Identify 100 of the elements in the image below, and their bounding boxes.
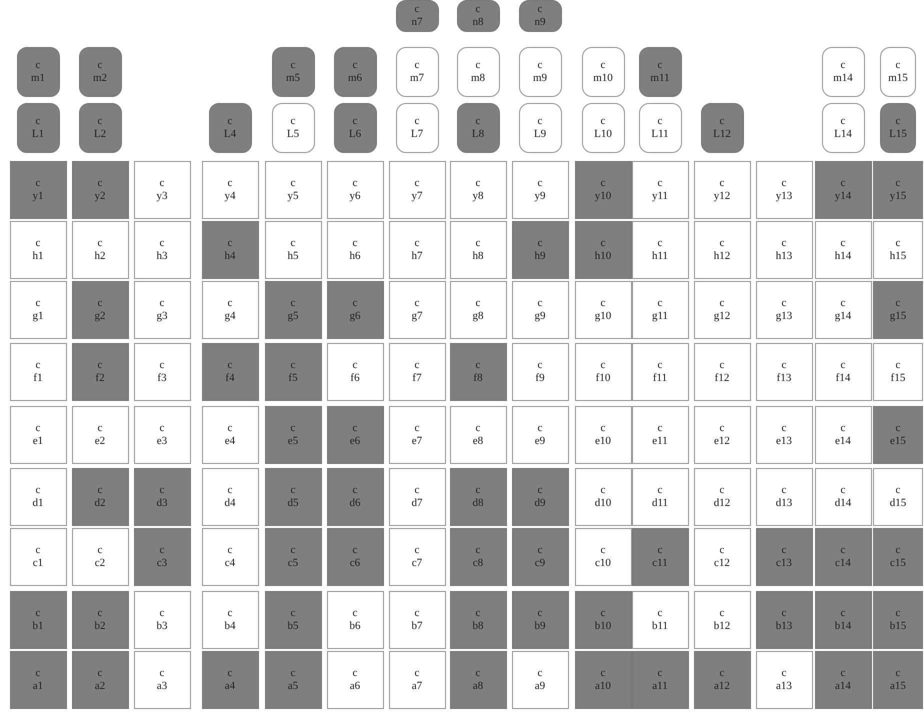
block-letter: c — [352, 544, 358, 557]
block-number: f8 — [473, 372, 483, 385]
block-letter: c — [228, 297, 232, 310]
map-block — [202, 281, 258, 339]
block-letter: c — [600, 359, 606, 372]
block-number: h1 — [32, 250, 44, 263]
block-letter: c — [290, 544, 296, 557]
block-number: d12 — [714, 497, 730, 510]
map-block — [334, 47, 376, 97]
block-number: m9 — [532, 72, 548, 85]
block-number: h11 — [652, 250, 668, 263]
map-block — [450, 343, 506, 401]
block-number: L15 — [889, 128, 907, 141]
map-block — [388, 161, 446, 219]
block-letter: c — [352, 115, 358, 128]
block-letter: c — [290, 237, 296, 250]
block-letter: c — [720, 484, 724, 497]
block-number: d14 — [834, 497, 852, 510]
block-number: f14 — [836, 372, 850, 385]
block-number: a10 — [595, 680, 611, 693]
block-number: f12 — [714, 372, 730, 385]
map-block — [512, 161, 568, 219]
block-letter: c — [782, 297, 786, 310]
block-number: m10 — [593, 72, 613, 85]
map-block — [632, 468, 688, 526]
map-block — [78, 103, 122, 153]
block-number: f9 — [535, 372, 545, 385]
map-block — [880, 47, 916, 97]
map-block — [16, 103, 60, 153]
block-letter: c — [98, 359, 102, 372]
block-letter: c — [658, 297, 662, 310]
block-letter: c — [98, 484, 102, 497]
block-number: e7 — [412, 435, 422, 448]
map-block — [822, 47, 864, 97]
block-letter: c — [538, 359, 542, 372]
block-number: c6 — [350, 557, 360, 570]
map-block — [756, 221, 812, 279]
block-number: b15 — [890, 620, 906, 633]
map-block — [326, 406, 384, 464]
block-letter: c — [228, 359, 232, 372]
block-letter: c — [896, 59, 900, 72]
map-block — [574, 281, 632, 339]
block-letter: c — [352, 667, 358, 680]
block-number: e15 — [890, 435, 906, 448]
block-number: c8 — [472, 557, 484, 570]
block-letter: c — [36, 607, 40, 620]
map-block — [388, 651, 446, 709]
block-number: c10 — [595, 557, 611, 570]
block-letter: c — [658, 177, 662, 190]
block-number: c1 — [32, 557, 44, 570]
map-block — [202, 528, 258, 586]
block-letter: c — [290, 667, 296, 680]
map-block — [694, 161, 750, 219]
map-block — [72, 221, 128, 279]
map-block — [756, 528, 812, 586]
block-letter: c — [476, 297, 480, 310]
map-block — [632, 528, 688, 586]
block-number: L10 — [594, 128, 612, 141]
block-number: f6 — [350, 372, 360, 385]
block-letter: c — [98, 544, 102, 557]
block-letter: c — [600, 177, 606, 190]
block-number: a1 — [32, 680, 44, 693]
block-number: h4 — [224, 250, 236, 263]
map-block — [10, 528, 66, 586]
block-number: g10 — [594, 310, 612, 323]
map-block — [10, 343, 66, 401]
block-letter: c — [840, 297, 846, 310]
block-letter: c — [98, 237, 102, 250]
block-letter: c — [352, 359, 358, 372]
block-number: m1 — [30, 72, 46, 85]
block-number: y14 — [834, 190, 852, 203]
map-block — [873, 468, 923, 526]
block-number: e13 — [776, 435, 792, 448]
block-number: y2 — [94, 190, 106, 203]
block-number: y5 — [288, 190, 298, 203]
block-letter: c — [840, 422, 846, 435]
block-number: e8 — [472, 435, 484, 448]
block-letter: c — [600, 484, 606, 497]
block-letter: c — [840, 667, 846, 680]
block-number: m11 — [650, 72, 670, 85]
map-block — [450, 468, 506, 526]
map-block — [512, 528, 568, 586]
block-letter: c — [414, 237, 420, 250]
block-number: c5 — [288, 557, 298, 570]
block-letter: c — [658, 667, 662, 680]
map-block — [756, 651, 812, 709]
map-block — [326, 221, 384, 279]
block-number: e12 — [714, 435, 730, 448]
map-block — [134, 406, 190, 464]
block-number: m5 — [286, 72, 300, 85]
block-number: b14 — [834, 620, 852, 633]
map-block — [632, 343, 688, 401]
map-block — [264, 161, 322, 219]
block-letter: c — [414, 359, 420, 372]
block-number: g11 — [652, 310, 668, 323]
block-number: d3 — [156, 497, 168, 510]
block-number: y3 — [156, 190, 168, 203]
block-number: e1 — [32, 435, 44, 448]
block-letter: c — [228, 177, 232, 190]
block-letter: c — [352, 177, 358, 190]
